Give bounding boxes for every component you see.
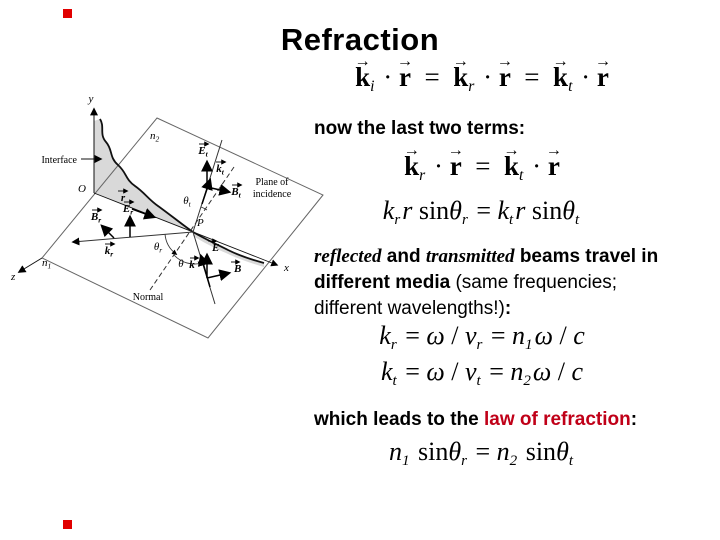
e-reflected-label: Er bbox=[122, 203, 133, 217]
equation-ki-kr-kt: →ki · →r = →kr · →r = →kt · →r bbox=[354, 52, 612, 95]
z-axis-label: z bbox=[10, 271, 16, 283]
theta-i-label: θ bbox=[178, 258, 184, 270]
z-axis bbox=[17, 257, 43, 273]
b-reflected-arrow bbox=[100, 224, 115, 239]
plane-of-incidence-label-2: incidence bbox=[253, 189, 292, 200]
x-axis-label: x bbox=[283, 262, 289, 274]
theta-r-arc bbox=[164, 233, 178, 255]
theta-t-arc bbox=[200, 206, 208, 211]
now-last-two-terms-text: now the last two terms: bbox=[314, 118, 526, 139]
equation-kr-kt: →kr · →r = →kt · →r bbox=[403, 141, 562, 184]
n2-label: n2 bbox=[150, 130, 160, 144]
k-transmitted-label: kt bbox=[216, 163, 225, 177]
vector-label-arrows bbox=[92, 141, 243, 265]
b-incident-label: B bbox=[233, 263, 241, 275]
b-incident-arrow bbox=[206, 269, 232, 281]
n1-label: n1 bbox=[42, 257, 51, 271]
normal-label: Normal bbox=[133, 292, 164, 303]
shaded-interface-region bbox=[94, 119, 193, 232]
x-axis bbox=[93, 192, 279, 267]
corner-marker-bottom bbox=[63, 520, 72, 529]
b-transmitted-arrow bbox=[206, 184, 232, 196]
k-incident-label: k bbox=[189, 259, 195, 271]
e-transmitted-label: Et bbox=[197, 145, 208, 159]
k-incident-arrow bbox=[197, 253, 211, 288]
y-axis-label: y bbox=[88, 93, 94, 105]
reflected-ray bbox=[71, 231, 194, 246]
equation-snell-law: n1 sinθr = n2 sinθt bbox=[388, 437, 574, 469]
b-transmitted-label: Bt bbox=[230, 186, 241, 200]
origin-label: O bbox=[78, 183, 86, 195]
k-reflected-label: kr bbox=[105, 245, 114, 259]
e-incident-label: E bbox=[211, 242, 219, 254]
plane-of-incidence-outline bbox=[41, 117, 324, 339]
plane-of-incidence-label-1: Plane of bbox=[255, 177, 289, 188]
theta-t-label: θt bbox=[183, 195, 191, 209]
interface-curve bbox=[99, 118, 265, 264]
refraction-diagram: y x z O P Interface Normal Plane of inci… bbox=[10, 93, 324, 339]
page-title: Refraction bbox=[280, 22, 440, 57]
b-reflected-label: Br bbox=[90, 211, 101, 225]
interface-label: Interface bbox=[41, 155, 77, 166]
r-vector-label: r bbox=[121, 192, 126, 204]
equation-krsin: krr sinθr = ktr sinθt bbox=[382, 196, 580, 228]
point-p-label: P bbox=[196, 217, 204, 229]
which-leads-text: which leads to the law of refraction: bbox=[314, 409, 638, 430]
theta-r-label: θr bbox=[154, 241, 162, 255]
k-transmitted-arrow bbox=[201, 177, 213, 205]
equation-kr-omega: kr = ω / vr = n1ω / c bbox=[379, 321, 585, 353]
reflected-transmitted-paragraph: reflected and transmitted beams travel i… bbox=[314, 246, 659, 319]
normal-line bbox=[149, 166, 235, 291]
corner-marker-top bbox=[63, 9, 72, 18]
r-vector-arrow bbox=[131, 208, 157, 220]
equation-kt-omega: kt = ω / vt = n2ω / c bbox=[380, 357, 584, 389]
